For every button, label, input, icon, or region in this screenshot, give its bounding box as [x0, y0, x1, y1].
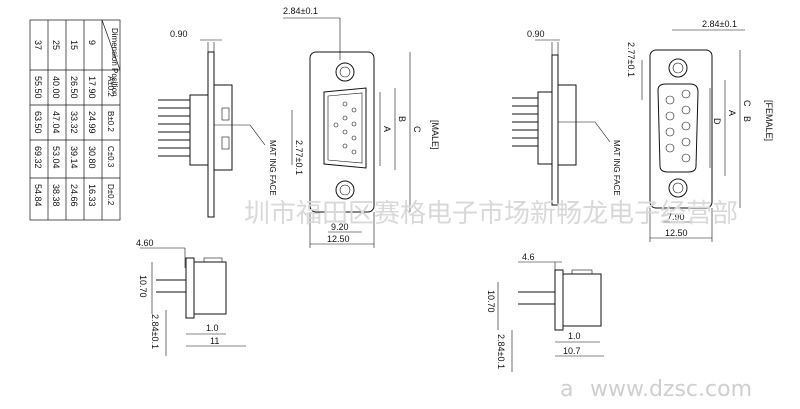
table-cell: 55.50 — [33, 76, 43, 99]
female-pitch-label: 2.84±0.1 — [496, 334, 506, 369]
male-pitch-label: 2.84±0.1 — [150, 314, 160, 349]
female-inner-width-label: 7.90 — [667, 212, 685, 222]
female-side-view: 0.90 MAT ING FACE — [512, 29, 621, 206]
table-header-position: Dimension Position — [110, 28, 119, 96]
female-label: [FEMALE] — [764, 100, 774, 141]
female-outer-width-label: 12.50 — [665, 228, 688, 238]
table-cell: 33.32 — [69, 111, 79, 134]
female-front-view: 2.84±0.1 2.77±0.1 D A B C 7.90 12.50 [FE… — [626, 19, 774, 242]
table-cell: 15 — [69, 40, 79, 50]
dimension-table: Dimension Position A±0.2 B±0.2 C±0.3 D±0… — [29, 19, 121, 221]
male-pin-row-label: 2.77±0.1 — [294, 140, 304, 175]
female-base-label: 1.0 — [568, 331, 581, 341]
male-inner-width-label: 9.20 — [331, 222, 349, 232]
table-cell: 9 — [87, 40, 97, 45]
watermark-site-mark: a — [560, 377, 573, 402]
female-top-gap-label: 0.90 — [527, 29, 545, 39]
table-cell: 26.50 — [69, 76, 79, 99]
male-top-gap-label: 0.90 — [170, 29, 188, 39]
table-header-b: B±0.2 — [106, 111, 115, 132]
table-cell: 38.38 — [51, 184, 61, 207]
table-header-c: C±0.3 — [106, 146, 115, 168]
female-dim-a: A — [727, 110, 737, 116]
female-dim-d: D — [712, 118, 722, 125]
female-dim-c: C — [742, 100, 752, 107]
table-cell: 40.00 — [51, 76, 61, 99]
female-pin-row-label: 2.77±0.1 — [626, 42, 636, 77]
female-pin-length-label: 4.6 — [522, 252, 535, 262]
male-bottom-view: 4.60 10.70 2.84±0.1 1.0 11 — [136, 238, 246, 356]
table-cell: 39.14 — [69, 146, 79, 169]
male-front-view: 2.84±0.1 2.77±0.1 A B C 9.20 12.50 [MALE… — [283, 6, 440, 248]
table-cell: 25 — [51, 40, 61, 50]
male-total-label: 11 — [210, 336, 219, 346]
table-header-a: A±0.2 — [106, 76, 115, 97]
female-bottom-view: 4.6 10.70 2.84±0.1 1.0 10.7 — [486, 252, 604, 372]
male-height-label: 10.70 — [138, 275, 148, 298]
male-label: [MALE] — [430, 120, 440, 150]
male-pin-length-label: 4.60 — [136, 238, 154, 248]
male-dim-b: B — [397, 116, 407, 122]
table-cell: 63.50 — [33, 111, 43, 134]
male-side-view: 0.90 MAT ING FACE — [158, 29, 277, 218]
table-cell: 47.04 — [51, 111, 61, 134]
female-total-label: 10.7 — [563, 346, 581, 356]
table-cell: 30.80 — [87, 146, 97, 169]
table-cell: 53.04 — [51, 146, 61, 169]
male-base-label: 1.0 — [206, 323, 219, 333]
table-cell: 54.84 — [33, 184, 43, 207]
male-mating-face-label: MAT ING FACE — [268, 140, 277, 196]
table-cell: 17.90 — [87, 76, 97, 99]
female-mating-face-label: MAT ING FACE — [612, 140, 621, 196]
watermark-prefix: 圳 — [244, 199, 270, 229]
table-cell: 16.33 — [87, 184, 97, 207]
table-cell: 37 — [33, 40, 43, 50]
male-dim-a: A — [382, 126, 392, 132]
male-dim-c: C — [412, 126, 422, 133]
female-hole-offset-label: 2.84±0.1 — [702, 19, 737, 29]
watermark: 圳 市福田区赛格电子市场新畅龙电子经营部 a www.dzsc.com — [244, 199, 752, 402]
watermark-site: www.dzsc.com — [590, 377, 752, 402]
female-dim-b: B — [742, 116, 752, 122]
female-height-label: 10.70 — [486, 290, 496, 313]
male-hole-offset-label: 2.84±0.1 — [283, 6, 318, 16]
table-header-d: D±0.2 — [106, 184, 115, 206]
table-cell: 24.99 — [87, 111, 97, 134]
male-outer-width-label: 12.50 — [327, 234, 350, 244]
table-cell: 69.32 — [33, 146, 43, 169]
table-cell: 24.66 — [69, 184, 79, 207]
watermark-text: 市福田区赛格电子市场新畅龙电子经营部 — [270, 199, 738, 229]
